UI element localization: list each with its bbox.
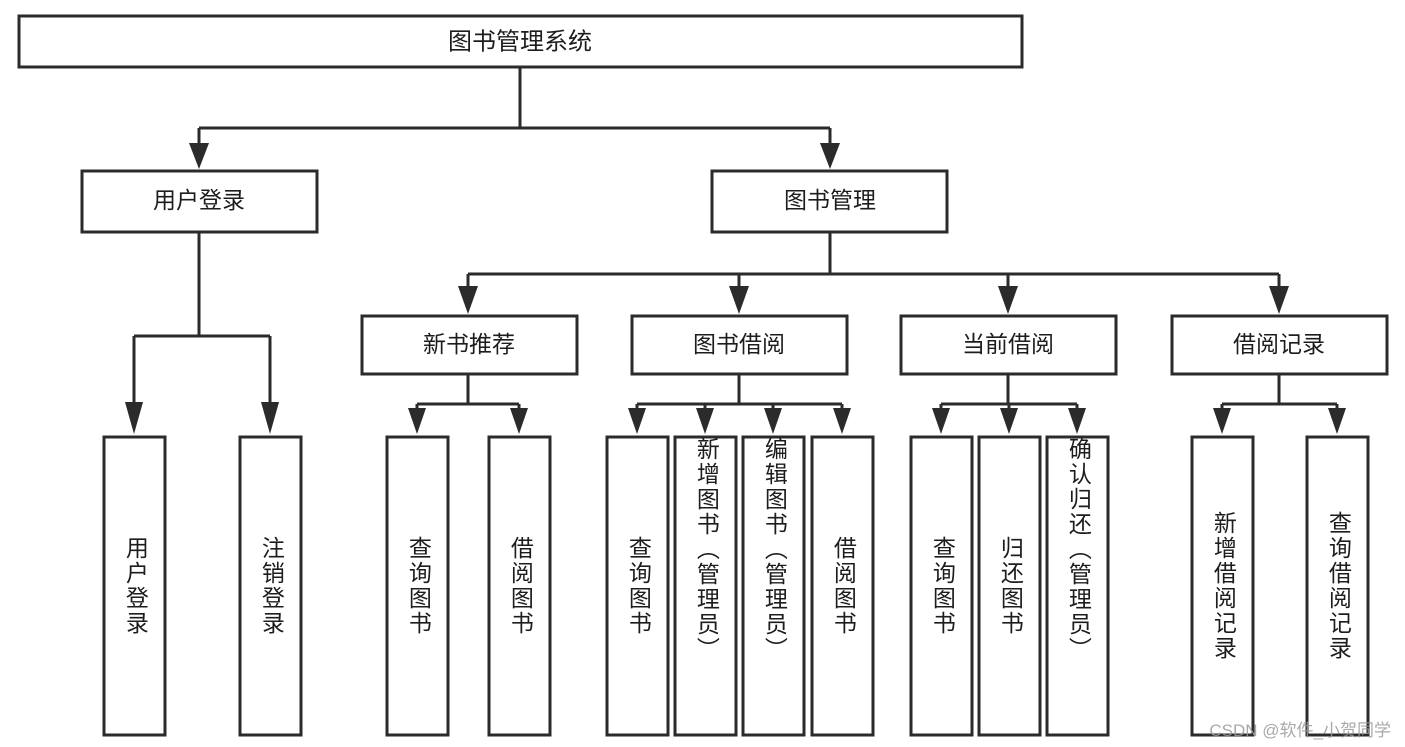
arrow-head-leaf-query-book-2 [628,408,646,434]
leaf-borrow-book-recommend[interactable] [487,435,552,737]
arrow-head-user-login [189,143,209,169]
node-current-borrow[interactable]: 当前借阅 [899,314,1118,376]
node-new-book-recommend[interactable]: 新书推荐 [360,314,579,376]
node-book-borrow-label: 图书借阅 [693,331,785,357]
arrow-head-current-borrow [998,286,1018,314]
arrow-head-borrow-record [1269,286,1289,314]
arrow-head-leaf-add-book [696,408,714,434]
arrow-head-new-book [458,286,478,314]
leaf-borrow-book-borrow[interactable] [810,435,875,737]
node-new-book-recommend-label: 新书推荐 [423,331,515,357]
arrow-head-leaf-add-record [1213,408,1231,434]
leaf-query-book-current[interactable] [909,435,974,737]
arrow-head-leaf-borrow-book-2 [833,408,851,434]
arrow-head-leaf-confirm-return [1068,408,1086,434]
leaf-logout[interactable] [238,435,303,737]
leaf-return-book[interactable] [977,435,1042,737]
node-root-system-label: 图书管理系统 [448,28,592,55]
connector-group-book-borrow [628,375,851,434]
node-user-login-label: 用户登录 [153,187,245,213]
node-user-login[interactable]: 用户登录 [80,169,319,234]
arrow-head-leaf-borrow-book-1 [510,408,528,434]
connector-group-borrow-record [1213,375,1346,434]
node-borrow-record[interactable]: 借阅记录 [1170,314,1389,376]
connector-group-new-book [408,375,528,434]
arrow-head-leaf-user-login [125,402,143,434]
node-current-borrow-label: 当前借阅 [962,331,1054,357]
leaf-query-book-recommend[interactable] [385,435,450,737]
node-book-manage[interactable]: 图书管理 [710,169,949,234]
leaf-query-book-borrow[interactable] [605,435,670,737]
arrow-head-leaf-return-book [1000,408,1018,434]
node-root-system[interactable]: 图书管理系统 [17,14,1024,69]
arrow-head-leaf-query-book-3 [932,408,950,434]
leaf-add-borrow-record[interactable] [1190,435,1255,737]
leaf-confirm-return-admin[interactable] [1045,435,1110,737]
leaf-add-book-admin[interactable] [673,435,738,737]
leaf-user-login[interactable] [102,435,167,737]
node-book-manage-label: 图书管理 [784,187,876,213]
arrow-head-book-borrow [729,286,749,314]
node-book-borrow[interactable]: 图书借阅 [630,314,849,376]
arrow-head-leaf-query-record [1328,408,1346,434]
connector-group-book-manage [458,233,1289,314]
connector-group-current-borrow [932,375,1086,434]
connector-group-root [189,67,840,169]
arrow-head-book-manage [820,143,840,169]
leaf-edit-book-admin[interactable] [741,435,806,737]
arrow-head-leaf-edit-book [764,408,782,434]
arrow-head-leaf-query-book-1 [408,408,426,434]
leaf-query-borrow-record[interactable] [1305,435,1370,737]
arrow-head-leaf-logout [261,402,279,434]
node-borrow-record-label: 借阅记录 [1233,331,1325,357]
connector-group-user-login [125,233,279,434]
